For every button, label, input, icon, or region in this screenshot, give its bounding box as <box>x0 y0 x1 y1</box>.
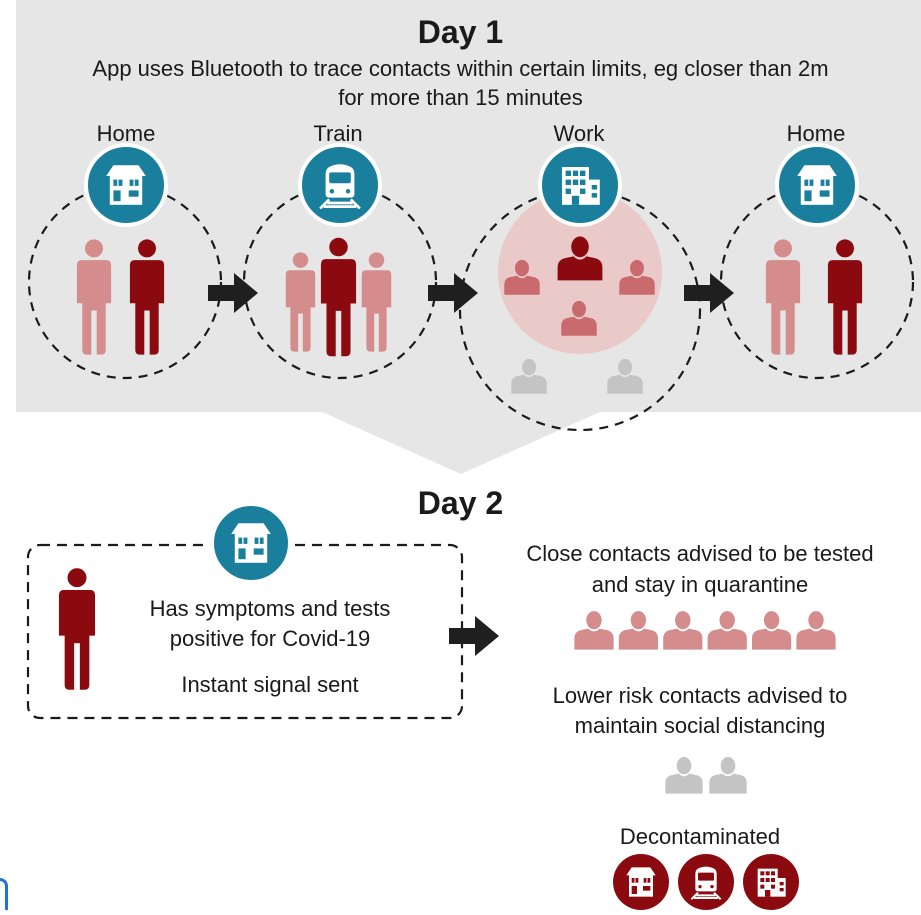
day1-title: Day 1 <box>417 14 504 50</box>
decontaminated-train-icon <box>690 865 722 901</box>
close-contact-bust <box>752 611 792 650</box>
house-icon <box>230 522 272 564</box>
train-icon <box>318 162 362 210</box>
day2-title: Day 2 <box>417 485 504 521</box>
close-contacts-line2: and stay in quarantine <box>591 572 809 597</box>
low-risk-bust <box>709 757 747 794</box>
close-contact-bust <box>574 611 614 650</box>
close-contact-bust <box>663 611 703 650</box>
decontaminated-label: Decontaminated <box>619 824 781 849</box>
low-risk-bust <box>665 757 703 794</box>
infected-person <box>58 568 96 690</box>
day1-subtitle-line1: App uses Bluetooth to trace contacts wit… <box>92 56 829 81</box>
place-label-train: Train <box>313 121 363 146</box>
place-label-work: Work <box>553 121 605 146</box>
event-line1: Has symptoms and tests <box>149 596 391 621</box>
lower-risk-line2: maintain social distancing <box>574 713 826 738</box>
decontaminated-house-icon <box>625 866 657 898</box>
house-icon <box>105 164 147 206</box>
signal-text: Instant signal sent <box>181 672 359 697</box>
lower-risk-line1: Lower risk contacts advised to <box>552 683 848 708</box>
day1-subtitle-line2: for more than 15 minutes <box>338 85 583 110</box>
house-icon <box>796 164 838 206</box>
place-label-home-2: Home <box>786 121 846 146</box>
close-contact-bust <box>707 611 747 650</box>
window-corner-edge <box>0 878 8 910</box>
day2-flow-arrow <box>449 616 499 656</box>
place-label-home-1: Home <box>96 121 156 146</box>
close-contact-bust <box>796 611 836 650</box>
event-line2: positive for Covid-19 <box>169 626 371 651</box>
day1-panel <box>16 0 921 474</box>
close-contact-bust <box>618 611 658 650</box>
close-contacts-line1: Close contacts advised to be tested <box>526 541 874 566</box>
